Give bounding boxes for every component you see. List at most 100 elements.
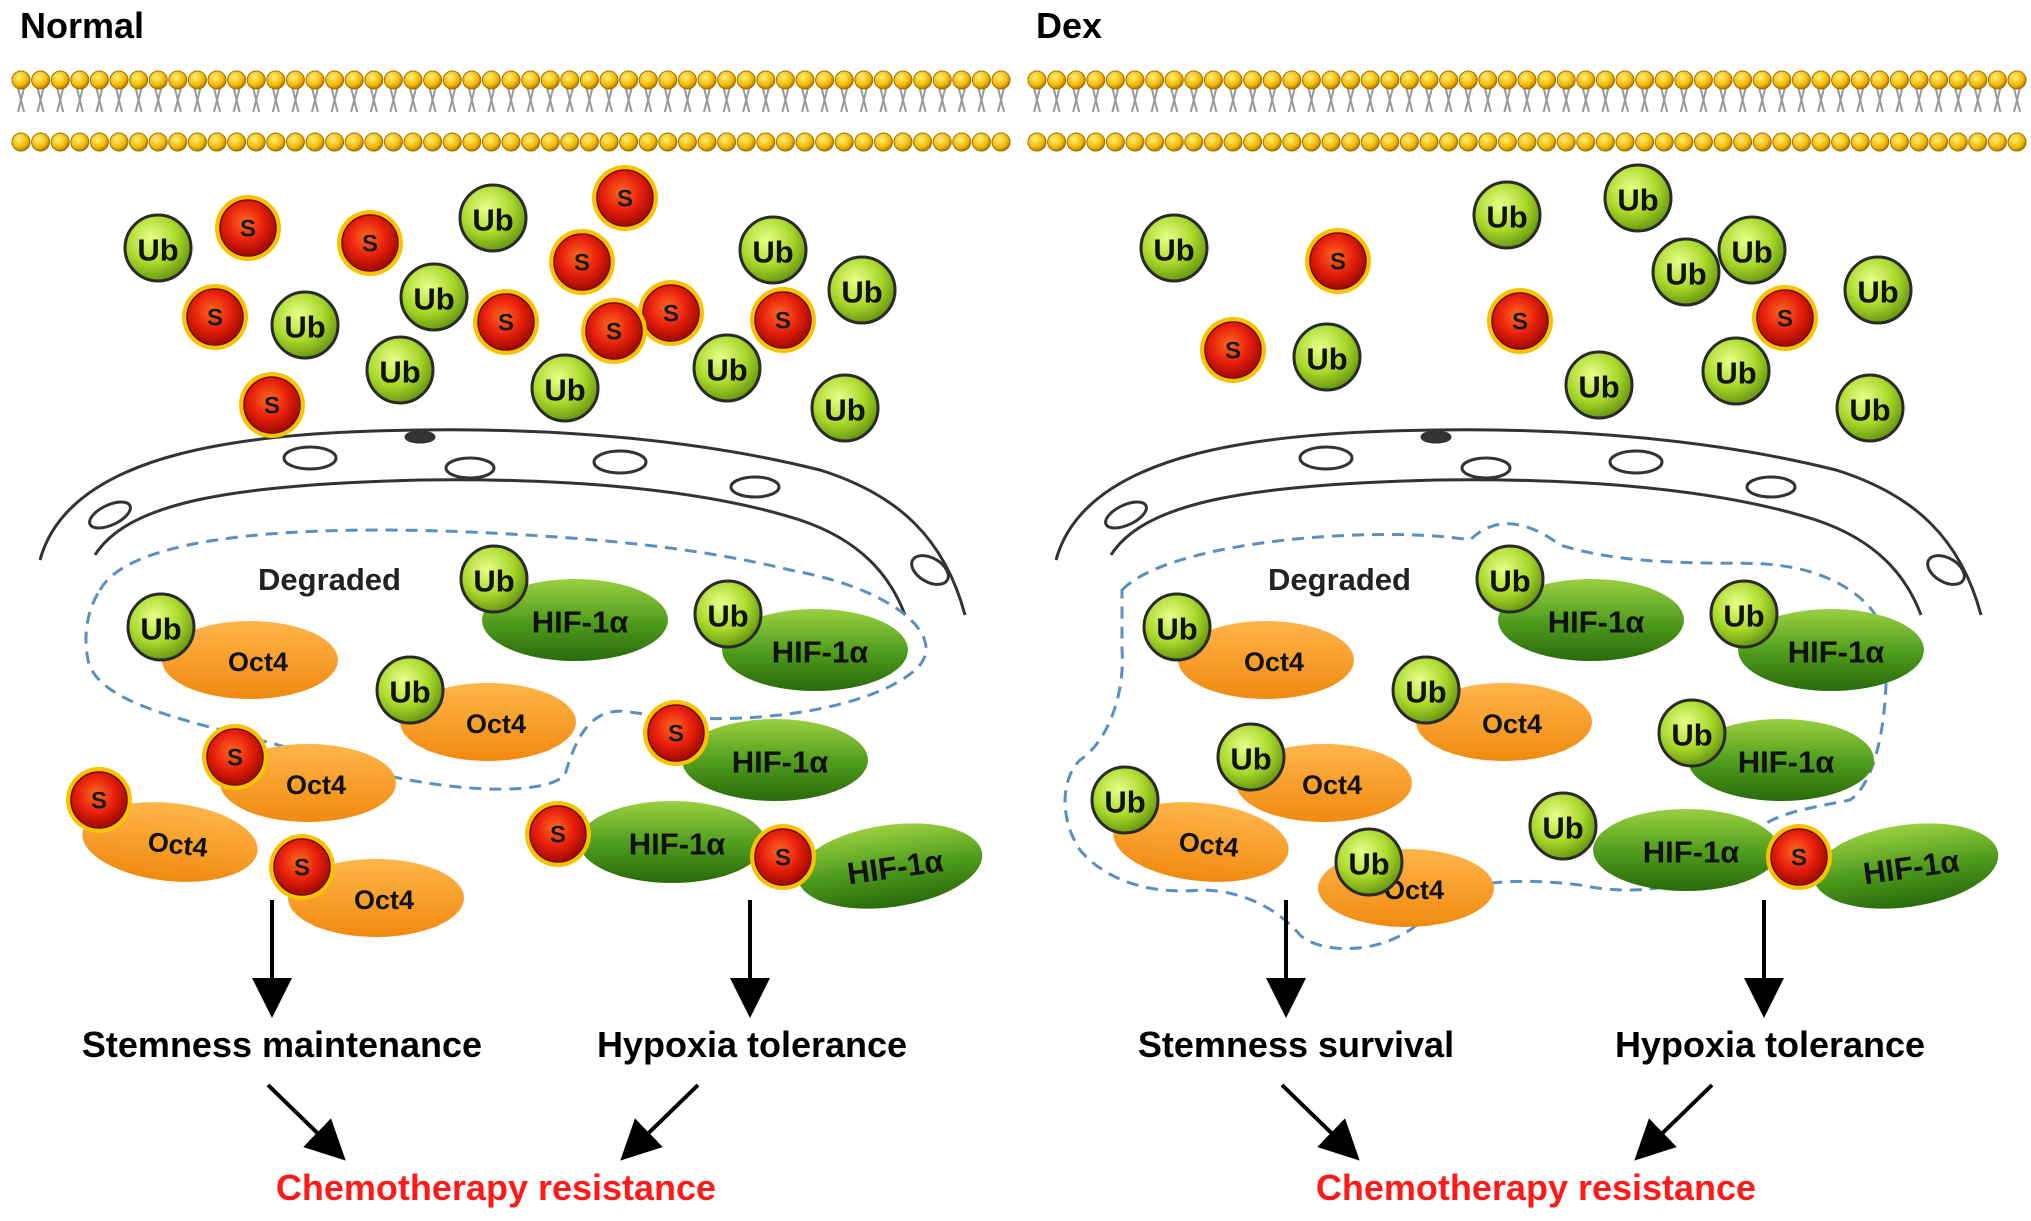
- svg-text:S: S: [1330, 249, 1346, 276]
- lipid-head: [1184, 70, 1204, 90]
- ub-tag: Ub: [1835, 373, 1905, 443]
- sumo-tag: S: [202, 724, 268, 790]
- lipid-head: [383, 132, 403, 152]
- lipid-head: [697, 132, 717, 152]
- ub-tag: Ub: [458, 183, 528, 253]
- ub-tag: Ub: [738, 215, 808, 285]
- lipid-head: [677, 132, 697, 152]
- svg-text:S: S: [264, 393, 280, 420]
- lipid-head: [1948, 70, 1968, 90]
- svg-text:HIF-1α: HIF-1α: [629, 827, 726, 862]
- svg-text:HIF-1α: HIF-1α: [1548, 605, 1645, 640]
- ub-tag: Ub: [1651, 237, 1721, 307]
- lipid-head: [1497, 132, 1517, 152]
- svg-text:Oct4: Oct4: [228, 647, 288, 677]
- arrow-diagonal: [1634, 1083, 1714, 1161]
- lipid-head: [1047, 70, 1067, 90]
- lipid-head: [207, 132, 227, 152]
- lipid-head: [1811, 70, 1831, 90]
- lipid-head: [501, 132, 521, 152]
- svg-text:S: S: [91, 788, 107, 815]
- svg-text:Ub: Ub: [1731, 235, 1772, 270]
- hif1a-protein: HIF-1αS: [1766, 823, 1999, 909]
- lipid-head: [658, 132, 678, 152]
- svg-text:S: S: [663, 301, 679, 328]
- lipid-head: [1341, 70, 1361, 90]
- lipid-head: [423, 132, 443, 152]
- lipid-head: [89, 70, 109, 90]
- lipid-head: [1595, 70, 1615, 90]
- svg-text:Ub: Ub: [1405, 675, 1446, 710]
- lipid-head: [1086, 70, 1106, 90]
- svg-text:HIF-1α: HIF-1α: [532, 605, 629, 640]
- lipid-head: [1909, 132, 1929, 152]
- lipid-head: [1752, 70, 1772, 90]
- sumo-tag: S: [239, 372, 305, 438]
- lipid-head: [991, 70, 1011, 90]
- ub-tag: Ub: [1717, 215, 1787, 285]
- lipid-head: [109, 70, 129, 90]
- lipid-head: [638, 70, 658, 90]
- svg-text:Ub: Ub: [140, 612, 181, 647]
- svg-text:Oct4: Oct4: [146, 827, 209, 863]
- lipid-head: [775, 132, 795, 152]
- ub-tag: Ub: [399, 262, 469, 332]
- svg-text:Ub: Ub: [389, 675, 430, 710]
- ub-tag: Ub: [1528, 791, 1598, 861]
- lipid-head: [1517, 132, 1537, 152]
- lipid-head: [129, 132, 149, 152]
- panel-title: Dex: [1036, 5, 1102, 46]
- lipid-head: [1321, 70, 1341, 90]
- lipid-head: [1987, 70, 2007, 90]
- lipid-head: [1909, 70, 1929, 90]
- lipid-head: [1635, 132, 1655, 152]
- lipid-head: [1674, 70, 1694, 90]
- arrow-diagonal: [620, 1083, 700, 1161]
- lipid-head: [344, 132, 364, 152]
- ub-tag: Ub: [1090, 765, 1160, 835]
- lipid-head: [1027, 132, 1047, 152]
- lipid-head: [1870, 132, 1890, 152]
- oct4-protein: Oct4 S: [66, 767, 258, 882]
- degraded-label: Degraded: [258, 562, 401, 597]
- lipid-head: [1635, 70, 1655, 90]
- lipid-head: [364, 70, 384, 90]
- lipid-head: [1203, 70, 1223, 90]
- lipid-head: [403, 70, 423, 90]
- lipid-head: [1576, 132, 1596, 152]
- lipid-head: [1125, 132, 1145, 152]
- ub-tag: Ub: [375, 655, 445, 725]
- lipid-head: [1478, 70, 1498, 90]
- lipid-head: [619, 70, 639, 90]
- lipid-head: [1517, 70, 1537, 90]
- lipid-head: [1439, 70, 1459, 90]
- lipid-head: [1419, 132, 1439, 152]
- lipid-head: [932, 70, 952, 90]
- svg-text:S: S: [362, 231, 378, 258]
- lipid-head: [971, 132, 991, 152]
- lipid-head: [148, 132, 168, 152]
- lipid-head: [129, 70, 149, 90]
- lipid-head: [795, 132, 815, 152]
- lipid-head: [1556, 70, 1576, 90]
- ub-tag: Ub: [365, 335, 435, 405]
- svg-text:S: S: [1777, 306, 1793, 333]
- lipid-head: [1772, 132, 1792, 152]
- ub-tag: Ub: [123, 213, 193, 283]
- lipid-head: [148, 70, 168, 90]
- lipid-head: [70, 132, 90, 152]
- lipid-head: [168, 70, 188, 90]
- lipid-head: [1537, 70, 1557, 90]
- svg-text:Ub: Ub: [1617, 183, 1658, 218]
- lipid-head: [893, 70, 913, 90]
- lipid-head: [1850, 132, 1870, 152]
- sumo-tag: S: [182, 284, 248, 350]
- lipid-head: [1674, 132, 1694, 152]
- lipid-head: [1497, 70, 1517, 90]
- lipid-head: [1125, 70, 1145, 90]
- lipid-head: [873, 70, 893, 90]
